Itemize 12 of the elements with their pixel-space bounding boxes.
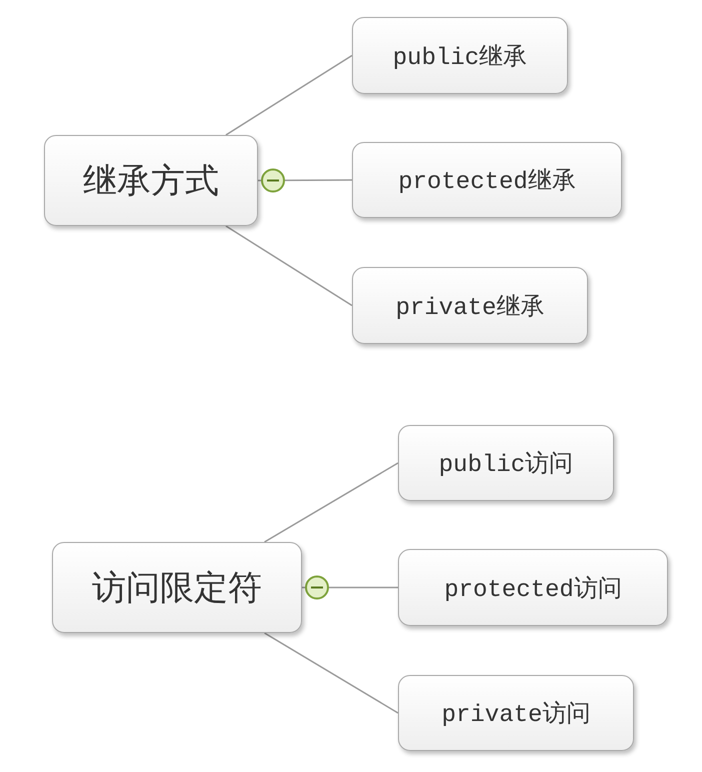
topic-box: 访问限定符 xyxy=(52,542,302,633)
connector-line xyxy=(226,54,352,136)
topic-box: 继承方式 xyxy=(44,135,258,226)
topic-box: private访问 xyxy=(398,675,634,751)
topic-box: private继承 xyxy=(352,267,588,344)
connector-line xyxy=(264,462,398,543)
topic-box: public继承 xyxy=(352,17,568,94)
topic-box: public访问 xyxy=(398,425,614,501)
connector-line xyxy=(264,632,398,714)
topic-box: protected继承 xyxy=(352,142,622,218)
topic-box: protected访问 xyxy=(398,549,668,626)
connector-line xyxy=(226,225,352,306)
